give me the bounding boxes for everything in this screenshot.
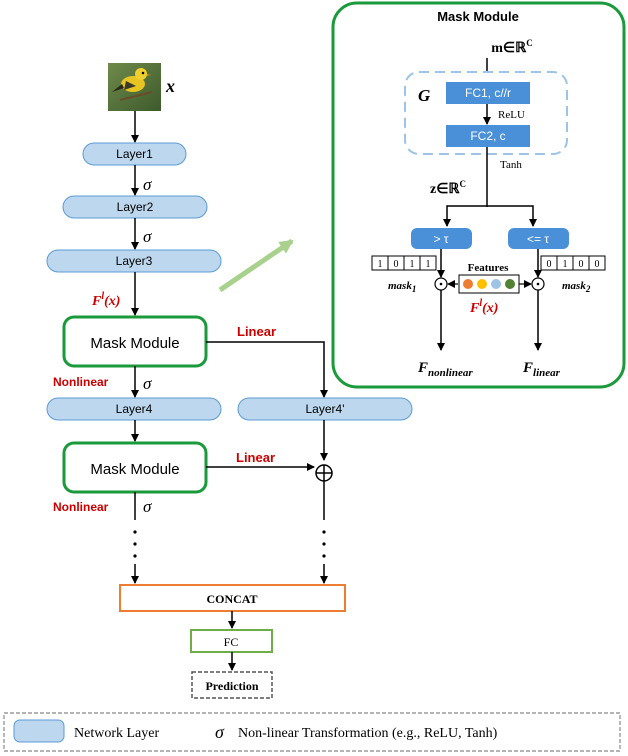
mask2-bit: 1 [563, 259, 568, 270]
odot-left [434, 277, 448, 291]
layer4-prime-box [237, 397, 413, 421]
concat-label: CONCAT [206, 592, 257, 606]
layer2-label: Layer2 [117, 200, 154, 214]
right-ellipsis [322, 530, 326, 558]
mask2-bits: 0 1 0 0 [540, 255, 606, 271]
relu-label: ReLU [498, 109, 525, 121]
mask2-bit: 0 [595, 259, 600, 270]
arrow-z-to-le [487, 205, 537, 227]
feature-label-detail: Fl(x) [469, 298, 498, 316]
fc2-box [446, 125, 530, 147]
fc2-label: FC2, c [470, 129, 505, 143]
concat-box [119, 584, 346, 612]
features-box [458, 274, 520, 294]
feature-label-left: Fl(x) [91, 291, 120, 309]
features-label: Features [468, 262, 509, 274]
legend-box [3, 712, 621, 752]
le-tau-box [508, 228, 569, 249]
layer4-prime-label: Layer4' [306, 402, 345, 416]
feature-dot [491, 279, 501, 289]
mask2-label: mask2 [562, 280, 591, 294]
sigma-2: σ [143, 227, 152, 246]
layer4-box [46, 397, 222, 421]
f-nonlinear-label: Fnonlinear [417, 360, 473, 379]
mask2-bit: 0 [579, 259, 584, 270]
detail-title: Mask Module [437, 9, 519, 24]
detail-pointer-arrow [218, 238, 294, 293]
linear-label-2: Linear [236, 450, 275, 465]
mask1-bit: 1 [378, 259, 383, 270]
prediction-box [191, 671, 273, 699]
gt-tau-box [411, 228, 472, 249]
odot-right [531, 277, 545, 291]
nonlinear-label-2: Nonlinear [53, 500, 109, 514]
layer3-label: Layer3 [116, 254, 153, 268]
mask-module-detail-panel [331, 1, 626, 389]
sigma-3: σ [143, 374, 152, 393]
legend-sigma: σ [215, 722, 225, 742]
nonlinear-label-1: Nonlinear [53, 375, 109, 389]
g-label: G [418, 86, 431, 105]
fc1-label: FC1, c//r [465, 86, 511, 100]
input-image [108, 63, 161, 111]
mask-module-1-label: Mask Module [90, 335, 179, 352]
feature-dot [477, 279, 487, 289]
mask1-bit: 0 [394, 259, 399, 270]
gt-tau-label: > τ [433, 232, 448, 246]
mask-module-2-label: Mask Module [90, 461, 179, 478]
fc1-box [446, 82, 530, 104]
arrow-mask1-linear [206, 341, 328, 398]
layer3-box [46, 249, 222, 273]
mask2-bit: 0 [547, 259, 552, 270]
feature-dot [463, 279, 473, 289]
layer1-label: Layer1 [116, 147, 153, 161]
mask1-bit: 1 [426, 259, 431, 270]
legend-network-layer: Network Layer [74, 726, 159, 741]
legend-nonlinear-transform: Non-linear Transformation (e.g., ReLU, T… [238, 726, 498, 741]
layer4-label: Layer4 [116, 402, 153, 416]
le-tau-label: <= τ [527, 232, 549, 246]
f-linear-label: Flinear [522, 360, 561, 379]
mask1-label: mask1 [388, 280, 416, 294]
linear-label-1: Linear [237, 324, 276, 339]
m-input-label: m∈ℝC [491, 38, 532, 56]
left-ellipsis [133, 530, 137, 558]
fc-label: FC [224, 635, 239, 649]
mask1-bit: 1 [410, 259, 415, 270]
prediction-label: Prediction [205, 679, 258, 693]
mask1-bits: 1 0 1 1 [371, 255, 437, 271]
tanh-label: Tanh [500, 159, 522, 171]
legend-layer-swatch [13, 719, 65, 743]
arrow-z-to-gt [443, 205, 487, 227]
sigma-4: σ [143, 497, 152, 516]
sigma-1: σ [143, 175, 152, 194]
feature-dot [505, 279, 515, 289]
input-symbol: x [165, 76, 175, 96]
z-input-label: z∈ℝC [430, 179, 466, 197]
